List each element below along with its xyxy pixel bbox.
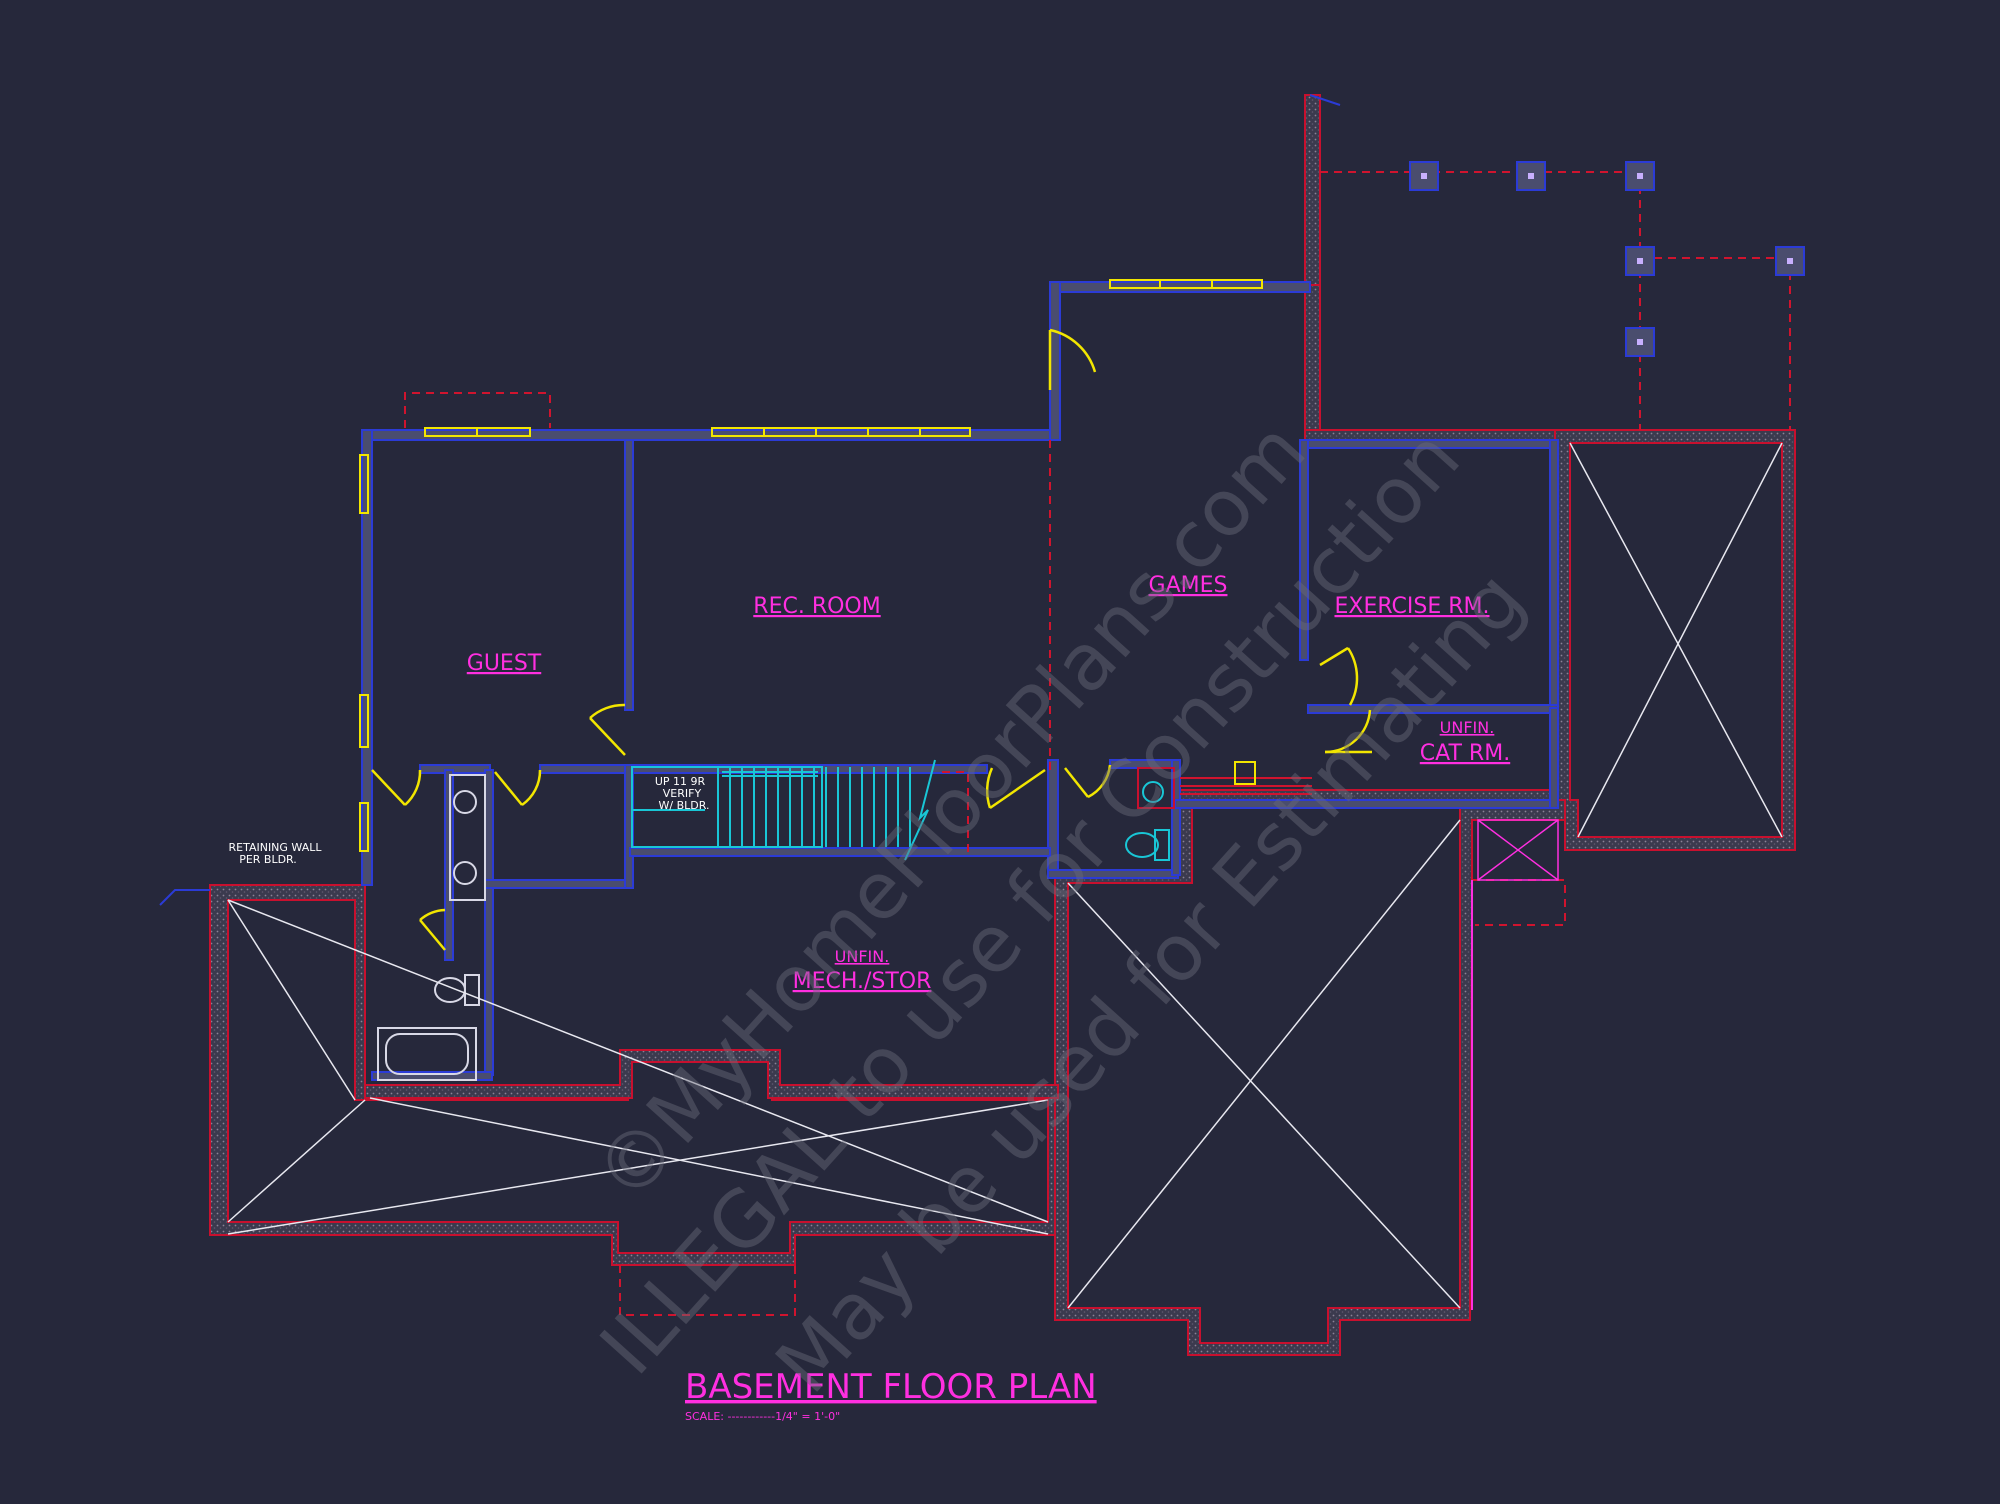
window-guest-left-2 — [359, 694, 369, 748]
retaining-leader — [159, 94, 1341, 906]
label-mech-unfin: UNFIN. — [835, 947, 890, 966]
window-guest-left-3 — [359, 802, 369, 852]
framed-walls — [361, 281, 1559, 1081]
foundation-walls — [209, 94, 1796, 1356]
note-stair-1: UP 11 9R — [655, 775, 706, 788]
note-stair-2: VERIFY — [663, 787, 702, 800]
door-games-top — [1048, 328, 1097, 390]
door-cat — [1324, 709, 1372, 754]
door-games-bath — [1064, 764, 1112, 799]
retaining-wall-vertical — [1304, 94, 1321, 286]
window-rec-top — [711, 427, 971, 437]
sink-3-icon — [1142, 781, 1164, 803]
door-exercise — [1319, 646, 1359, 706]
sink-2-icon — [453, 861, 477, 885]
note-retaining-2: PER BLDR. — [239, 853, 297, 866]
door-wc — [419, 908, 446, 951]
title-block: BASEMENT FLOOR PLAN SCALE: ------------1… — [685, 1367, 1097, 1423]
note-retaining-1: RETAINING WALL — [228, 841, 322, 854]
mech-equipment — [1180, 761, 1312, 795]
windows — [359, 279, 1263, 852]
room-labels: GUEST REC. ROOM GAMES EXERCISE RM. UNFIN… — [467, 573, 1510, 994]
toilet-icon — [434, 974, 480, 1006]
dashed-lines — [404, 171, 1791, 1316]
window-guest-left-1 — [359, 454, 369, 514]
window-games-top — [1109, 279, 1263, 289]
toilet-2-icon — [1125, 829, 1170, 861]
note-stair-3: W/ BLDR. — [659, 799, 710, 812]
notes: RETAINING WALL PER BLDR. UP 11 9R VERIFY… — [228, 775, 709, 866]
doors — [371, 328, 1372, 951]
label-cat-room: CAT RM. — [1420, 741, 1510, 766]
watermark-line-2: ILLEGAL to use for Construction — [584, 413, 1478, 1392]
label-exercise: EXERCISE RM. — [1334, 594, 1489, 619]
door-guest-closet — [371, 769, 422, 806]
door-bath — [494, 769, 542, 807]
plan-scale: SCALE: ------------1/4" = 1'-0" — [685, 1410, 840, 1423]
label-rec-room: REC. ROOM — [753, 594, 880, 619]
vanity — [449, 774, 486, 901]
label-guest: GUEST — [467, 651, 542, 676]
label-cat-unfin: UNFIN. — [1440, 718, 1495, 737]
plan-title: BASEMENT FLOOR PLAN — [685, 1367, 1097, 1407]
label-games: GAMES — [1149, 573, 1228, 598]
unexcavated-x-marks — [227, 442, 1783, 1309]
tub-icon — [377, 1027, 477, 1081]
label-mech-room: MECH./STOR — [793, 969, 932, 994]
foundation-right — [1554, 429, 1796, 851]
sink-1-icon — [453, 790, 477, 814]
fixtures — [377, 774, 486, 1081]
fixtures-games-bath — [1125, 767, 1175, 861]
door-guest — [589, 703, 626, 756]
door-stair — [985, 767, 1046, 810]
stairs — [631, 759, 936, 861]
small-x-box — [1477, 819, 1559, 881]
